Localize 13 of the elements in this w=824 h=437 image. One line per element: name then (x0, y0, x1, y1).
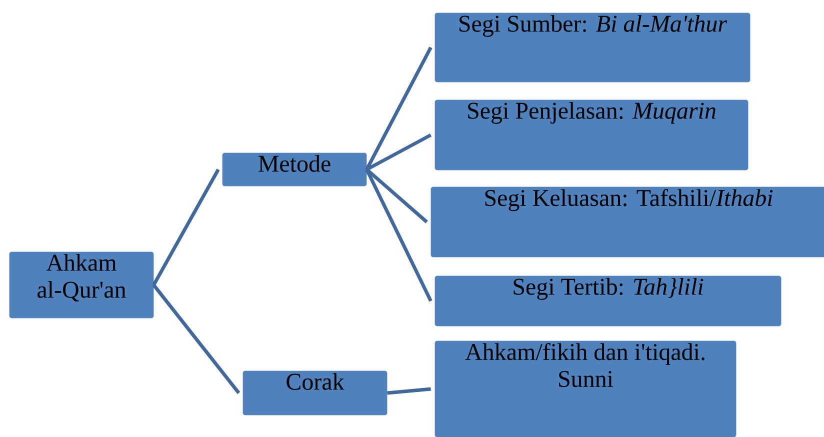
connector-line (152, 284, 240, 394)
process-box: Segi Keluasan: Tafshili/Ithabi (430, 186, 824, 258)
process-box: Ahkam/fikih dan i'tiqadi. Sunni (434, 340, 736, 437)
connector-line (365, 46, 432, 170)
connector-line (387, 387, 431, 395)
connector-line (365, 168, 432, 302)
process-box: Segi Penjelasan: Muqarin (434, 100, 748, 170)
process-box: Metode (222, 152, 367, 186)
process-box: Segi Tertib: Tah}lili (434, 276, 782, 326)
process-box: Ahkam al-Qur'an (9, 252, 154, 318)
process-box: Corak (242, 370, 388, 416)
connector-line (152, 168, 220, 286)
process-box: Segi Sumber: Bi al-Ma'thur (434, 12, 750, 82)
